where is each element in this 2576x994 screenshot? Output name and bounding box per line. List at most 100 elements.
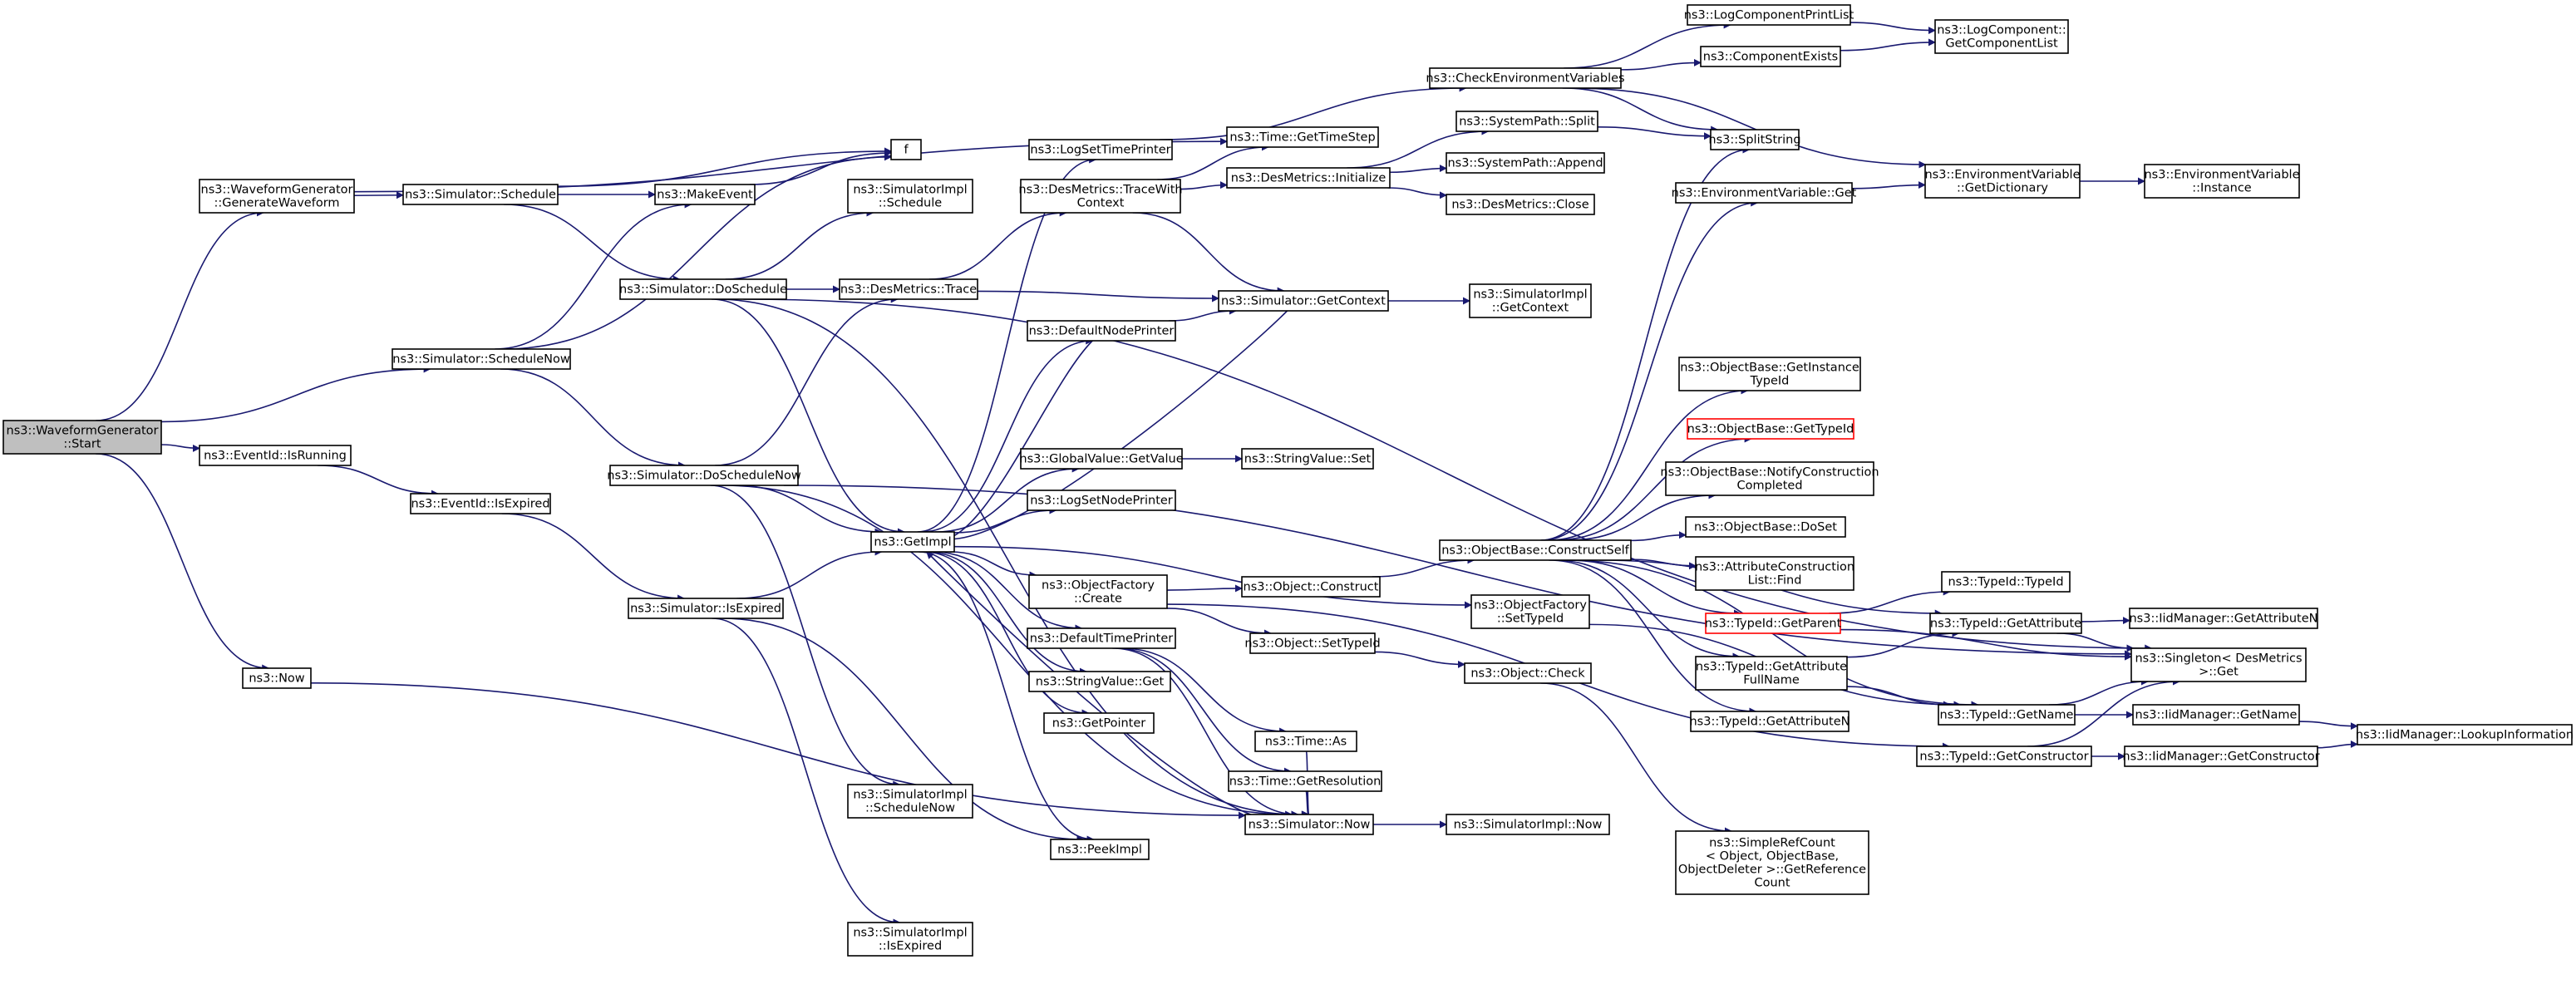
node-logcomplist[interactable]: ns3::LogComponent::GetComponentList (1934, 19, 2069, 54)
node-box[interactable] (1028, 574, 1168, 609)
node-box[interactable] (2357, 724, 2573, 746)
node-simnow[interactable]: ns3::Simulator::Now (1244, 814, 1374, 835)
node-tidname[interactable]: ns3::TypeId::GetName (1938, 704, 2076, 726)
node-box[interactable] (2144, 164, 2300, 199)
node-tidctor[interactable]: ns3::TypeId::GetConstructor (1916, 746, 2092, 767)
node-spappend[interactable]: ns3::SystemPath::Append (1446, 152, 1605, 174)
node-box[interactable] (1685, 516, 1846, 538)
node-implschednow[interactable]: ns3::SimulatorImpl::ScheduleNow (847, 784, 973, 819)
node-singleton[interactable]: ns3::Singleton< DesMetrics>::Get (2130, 647, 2307, 682)
node-box[interactable] (1464, 662, 1592, 684)
node-implnow[interactable]: ns3::SimulatorImpl::Now (1446, 814, 1610, 835)
node-f[interactable]: f (890, 139, 922, 160)
node-box[interactable] (1934, 19, 2069, 54)
node-box[interactable] (1020, 179, 1181, 214)
node-box[interactable] (2, 420, 162, 455)
node-box[interactable] (1228, 770, 1382, 792)
node-envinst[interactable]: ns3::EnvironmentVariable::Instance (2144, 164, 2300, 199)
node-compexists[interactable]: ns3::ComponentExists (1700, 46, 1841, 67)
node-box[interactable] (619, 278, 787, 300)
node-objconstruct[interactable]: ns3::Object::Construct (1241, 576, 1381, 598)
node-logsetnode[interactable]: ns3::LogSetNodePrinter (1027, 490, 1176, 511)
node-box[interactable] (1687, 418, 1854, 440)
node-isrunning[interactable]: ns3::EventId::IsRunning (199, 445, 352, 466)
node-box[interactable] (1028, 139, 1173, 160)
node-makeevent[interactable]: ns3::MakeEvent (654, 184, 756, 205)
node-refcount[interactable]: ns3::SimpleRefCount< Object, ObjectBase,… (1675, 830, 1869, 895)
node-logsettime[interactable]: ns3::LogSetTimePrinter (1028, 139, 1173, 160)
node-box[interactable] (1455, 111, 1598, 132)
node-box[interactable] (1446, 814, 1610, 835)
node-deftime[interactable]: ns3::DefaultTimePrinter (1027, 627, 1176, 649)
node-dmclose[interactable]: ns3::DesMetrics::Close (1446, 194, 1595, 215)
node-box[interactable] (847, 784, 973, 819)
node-box[interactable] (1254, 731, 1357, 752)
node-timestep[interactable]: ns3::Time::GetTimeStep (1226, 126, 1379, 148)
node-gvget[interactable]: ns3::GlobalValue::GetValue (1019, 448, 1184, 470)
node-box[interactable] (1439, 539, 1632, 561)
node-box[interactable] (1710, 129, 1800, 150)
node-envget[interactable]: ns3::EnvironmentVariable::Get (1672, 182, 1857, 204)
node-box[interactable] (847, 179, 973, 214)
node-obdoset[interactable]: ns3::ObjectBase::DoSet (1685, 516, 1846, 538)
node-box[interactable] (1665, 461, 1874, 496)
node-box[interactable] (1028, 671, 1171, 692)
node-box[interactable] (1249, 632, 1376, 654)
node-box[interactable] (1241, 576, 1381, 598)
node-simisexp[interactable]: ns3::Simulator::IsExpired (628, 598, 784, 619)
node-box[interactable] (1938, 704, 2076, 726)
node-gen[interactable]: ns3::WaveformGenerator::GenerateWaveform (199, 179, 355, 214)
node-box[interactable] (628, 598, 784, 619)
node-box[interactable] (199, 445, 352, 466)
node-logprint[interactable]: ns3::LogComponentPrintList (1684, 4, 1854, 26)
node-objsettid[interactable]: ns3::Object::SetTypeId (1244, 632, 1381, 654)
node-checkenv[interactable]: ns3::CheckEnvironmentVariables (1426, 67, 1625, 89)
node-sched[interactable]: ns3::Simulator::Schedule (402, 184, 559, 205)
node-box[interactable] (1050, 839, 1150, 860)
node-box[interactable] (1027, 490, 1176, 511)
node-box[interactable] (609, 465, 799, 486)
node-implisexp[interactable]: ns3::SimulatorImpl::IsExpired (847, 922, 973, 957)
node-svget[interactable]: ns3::StringValue::Get (1028, 671, 1171, 692)
node-timeres[interactable]: ns3::Time::GetResolution (1228, 770, 1382, 792)
node-isexpired[interactable]: ns3::EventId::IsExpired (410, 493, 551, 514)
node-box[interactable] (870, 531, 955, 553)
node-box[interactable] (839, 278, 978, 300)
node-box[interactable] (2129, 608, 2318, 629)
node-box[interactable] (1924, 164, 2081, 199)
node-box[interactable] (1929, 613, 2082, 634)
node-obnotify[interactable]: ns3::ObjectBase::NotifyConstructionCompl… (1660, 461, 1879, 496)
node-box[interactable] (1695, 656, 1848, 691)
node-ofsettid[interactable]: ns3::ObjectFactory::SetTypeId (1470, 594, 1590, 629)
node-box[interactable] (1027, 627, 1176, 649)
node-now[interactable]: ns3::Now (242, 667, 312, 689)
node-iidname[interactable]: ns3::IidManager::GetName (2132, 704, 2300, 726)
node-box[interactable] (1678, 357, 1861, 391)
node-box[interactable] (1446, 152, 1605, 174)
node-implgetctx[interactable]: ns3::SimulatorImpl::GetContext (1469, 283, 1592, 318)
node-doschednow[interactable]: ns3::Simulator::DoScheduleNow (607, 465, 801, 486)
node-box[interactable] (402, 184, 559, 205)
node-dminit[interactable]: ns3::DesMetrics::Initialize (1226, 167, 1391, 189)
node-tidgan[interactable]: ns3::TypeId::GetAttributeN (1689, 711, 1850, 732)
node-timeas[interactable]: ns3::Time::As (1254, 731, 1357, 752)
node-getptr[interactable]: ns3::GetPointer (1043, 712, 1155, 734)
node-dosched[interactable]: ns3::Simulator::DoSchedule (619, 278, 787, 300)
node-ofcreate[interactable]: ns3::ObjectFactory::Create (1028, 574, 1168, 609)
node-box[interactable] (847, 922, 973, 957)
node-box[interactable] (2132, 704, 2300, 726)
node-tidparent[interactable]: ns3::TypeId::GetParent (1705, 613, 1842, 634)
node-box[interactable] (1700, 46, 1841, 67)
node-peekimpl[interactable]: ns3::PeekImpl (1050, 839, 1150, 860)
node-envdict[interactable]: ns3::EnvironmentVariable::GetDictionary (1924, 164, 2081, 199)
node-defnode[interactable]: ns3::DefaultNodePrinter (1027, 320, 1176, 342)
node-box[interactable] (2130, 647, 2307, 682)
node-schednow[interactable]: ns3::Simulator::ScheduleNow (392, 348, 571, 370)
node-iidctor[interactable]: ns3::IidManager::GetConstructor (2122, 746, 2320, 767)
node-box[interactable] (1916, 746, 2092, 767)
node-box[interactable] (1687, 4, 1851, 26)
node-box[interactable] (1690, 711, 1849, 732)
node-start[interactable]: ns3::WaveformGenerator::Start (2, 420, 162, 455)
